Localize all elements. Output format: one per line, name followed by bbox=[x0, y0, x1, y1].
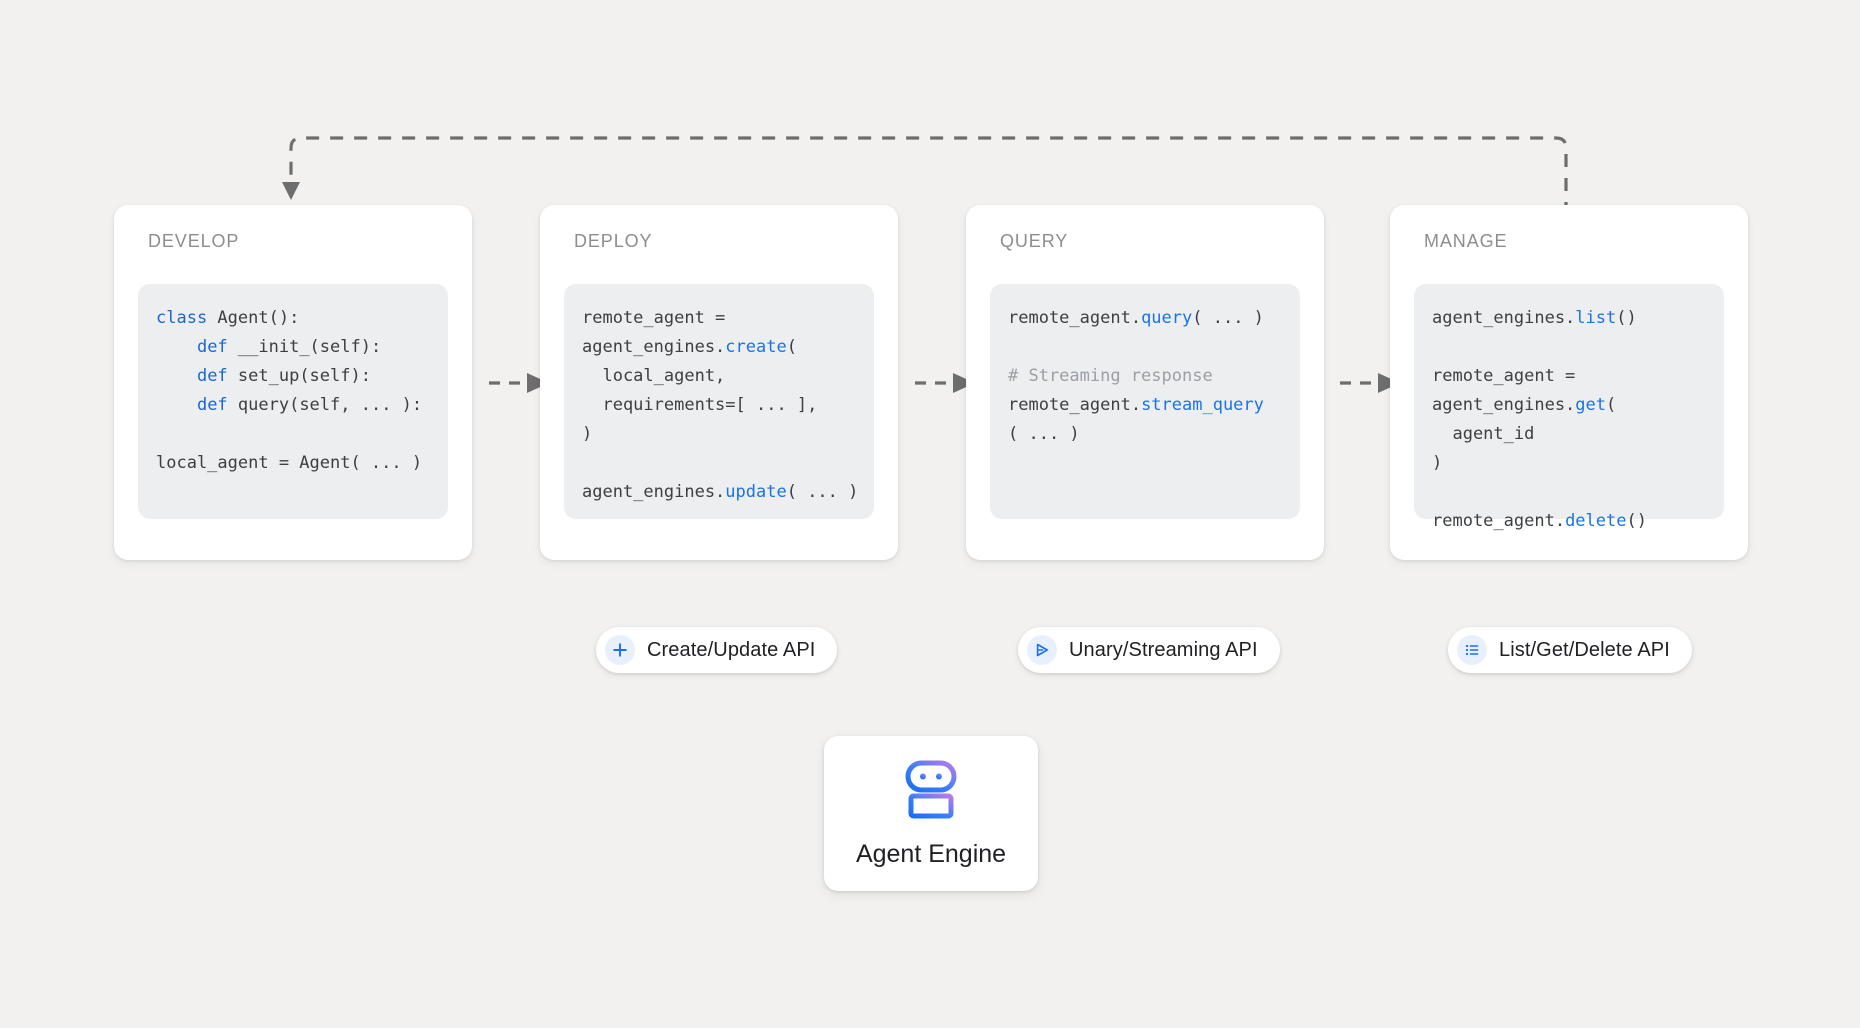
robot-icon bbox=[898, 759, 964, 826]
api-pill-create-update[interactable]: Create/Update API bbox=[596, 627, 838, 673]
stage-card-manage[interactable]: MANAGE agent_engines.list() remote_agent… bbox=[1390, 205, 1748, 560]
agent-engine-node[interactable]: Agent Engine bbox=[824, 736, 1038, 891]
api-pill-unary-streaming[interactable]: Unary/Streaming API bbox=[1018, 627, 1280, 673]
stage-card-query[interactable]: QUERY remote_agent.query( ... ) # Stream… bbox=[966, 205, 1324, 560]
plus-icon bbox=[605, 635, 635, 665]
flow-connectors-blue bbox=[713, 560, 1569, 828]
stage-title-manage: MANAGE bbox=[1424, 231, 1508, 251]
api-pill-list-get-delete[interactable]: List/Get/Delete API bbox=[1448, 627, 1692, 673]
stage-title-query: QUERY bbox=[1000, 231, 1069, 251]
send-icon bbox=[1027, 635, 1057, 665]
api-pill-label: Create/Update API bbox=[647, 638, 816, 661]
feedback-loop-arrowhead bbox=[282, 182, 300, 200]
stage-card-develop[interactable]: DEVELOP class Agent(): def __init_(self)… bbox=[114, 205, 472, 560]
feedback-loop-arrow bbox=[289, 136, 1568, 215]
list-icon bbox=[1457, 635, 1487, 665]
code-block-query: remote_agent.query( ... ) # Streaming re… bbox=[990, 284, 1300, 519]
stage-title-develop: DEVELOP bbox=[148, 231, 240, 251]
code-block-develop: class Agent(): def __init_(self): def se… bbox=[138, 284, 448, 519]
api-pill-label: Unary/Streaming API bbox=[1069, 638, 1258, 661]
stage-title-deploy: DEPLOY bbox=[574, 231, 653, 251]
code-block-manage: agent_engines.list() remote_agent = agen… bbox=[1414, 284, 1724, 531]
api-pill-label: List/Get/Delete API bbox=[1499, 638, 1670, 661]
stage-card-deploy[interactable]: DEPLOY remote_agent = agent_engines.crea… bbox=[540, 205, 898, 560]
agent-engine-label: Agent Engine bbox=[855, 839, 1007, 868]
code-block-deploy: remote_agent = agent_engines.create( loc… bbox=[564, 284, 874, 519]
